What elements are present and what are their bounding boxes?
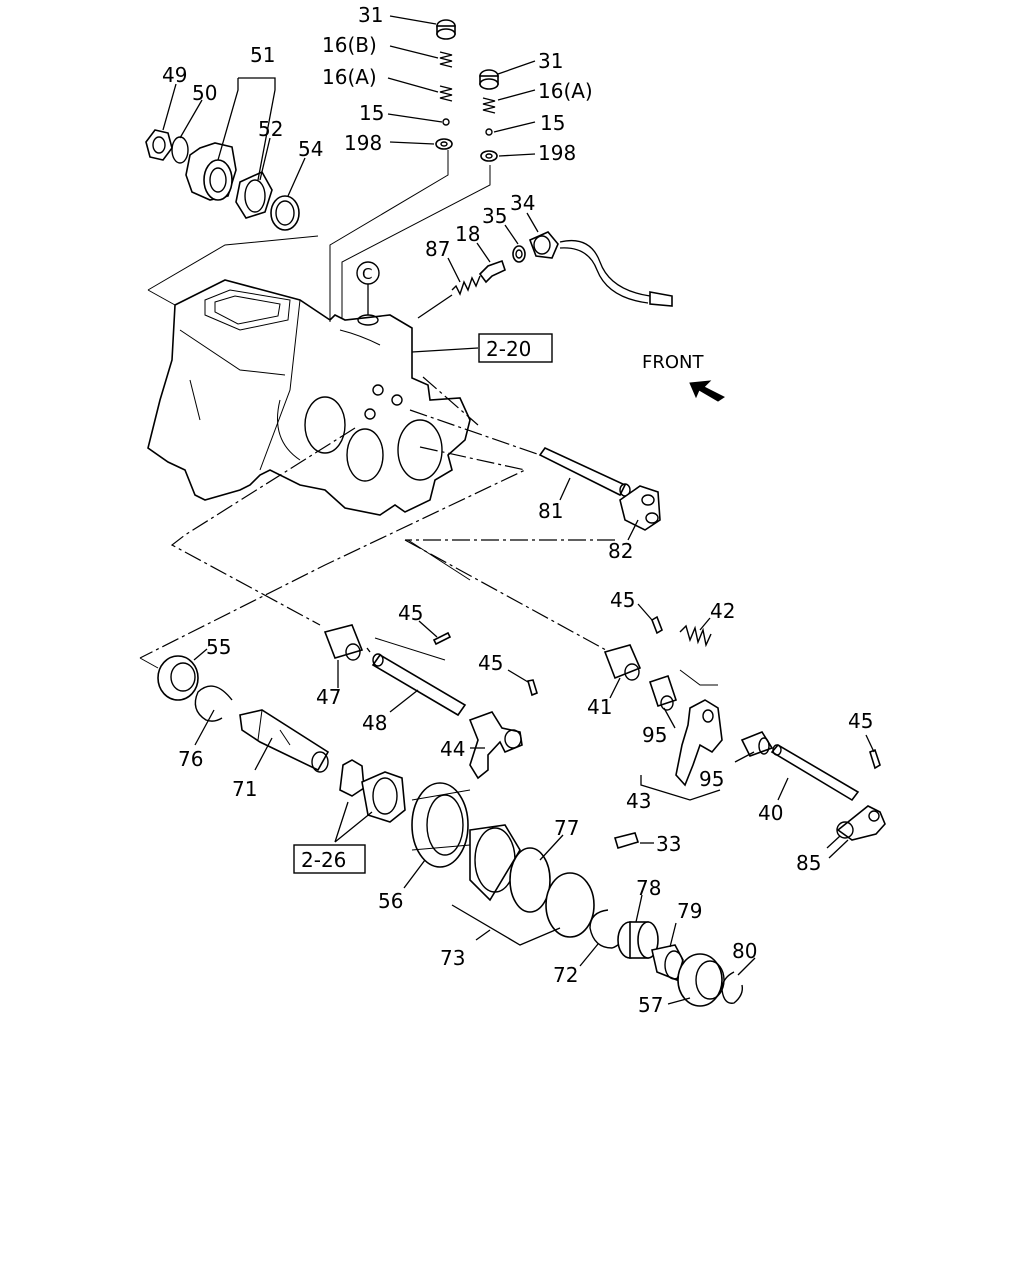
- shift-fork-43: [675, 699, 723, 787]
- shift-block-47: [323, 624, 371, 661]
- part-label-43: 43: [626, 789, 651, 813]
- part-label-49: 49: [162, 63, 187, 87]
- bushing-95-a: [648, 674, 678, 711]
- pin-45-a: [432, 631, 452, 646]
- gear-sleeve: [339, 759, 406, 823]
- bushing-95-b: [740, 731, 774, 757]
- part-label-77: 77: [554, 816, 579, 840]
- part-label-47: 47: [316, 685, 341, 709]
- part-label-44: 44: [440, 737, 465, 761]
- part-label-198: 198: [538, 141, 576, 165]
- bearing-57: [677, 953, 725, 1007]
- part-label-85: 85: [796, 851, 821, 875]
- part-label-40: 40: [758, 801, 783, 825]
- part-label-18: 18: [455, 222, 480, 246]
- part-label-16a: 16(A): [322, 65, 377, 89]
- part-label-82: 82: [608, 539, 633, 563]
- part-label-73: 73: [440, 946, 465, 970]
- shift-block-41: [603, 644, 642, 681]
- front-arrow-icon: [689, 380, 725, 402]
- part-label-87: 87: [425, 237, 450, 261]
- pin-45-b: [526, 679, 538, 697]
- part-label-31: 31: [538, 49, 563, 73]
- part-label-52: 52: [258, 117, 283, 141]
- bearing-55: [157, 655, 199, 701]
- part-label-41: 41: [587, 695, 612, 719]
- part-label-31: 31: [358, 3, 383, 27]
- front-label: FRONT: [642, 352, 704, 373]
- part-labels: 31 16(B) 16(A) 15 198 31 16(A) 15 198 49…: [162, 3, 873, 1017]
- output-flange-assembly: [145, 129, 319, 306]
- part-label-51: 51: [250, 43, 275, 67]
- part-label-72: 72: [553, 963, 578, 987]
- part-label-15: 15: [540, 111, 565, 135]
- part-label-95: 95: [699, 767, 724, 791]
- detent-plug-stack-right: [479, 69, 499, 162]
- part-label-56: 56: [378, 889, 403, 913]
- part-label-45: 45: [478, 651, 503, 675]
- snap-ring-80: [721, 971, 744, 1004]
- circle-marker-label: C: [362, 265, 372, 283]
- part-label-48: 48: [362, 711, 387, 735]
- part-label-57: 57: [638, 993, 663, 1017]
- part-label-16a: 16(A): [538, 79, 593, 103]
- part-label-34: 34: [510, 191, 535, 215]
- part-label-33: 33: [656, 832, 681, 856]
- part-label-45: 45: [610, 588, 635, 612]
- pin-45-c: [651, 615, 663, 635]
- part-label-79: 79: [677, 899, 702, 923]
- part-label-55: 55: [206, 635, 231, 659]
- ref-box-2-26[interactable]: 2-26: [293, 844, 366, 874]
- ref-box-2-26-label: 2-26: [301, 848, 346, 872]
- ref-box-2-20[interactable]: 2-20: [478, 333, 553, 363]
- washer-77: [509, 847, 551, 913]
- shift-rod-48: [371, 653, 467, 717]
- part-label-54: 54: [298, 137, 323, 161]
- gear-56: [411, 782, 471, 868]
- part-label-16b: 16(B): [322, 33, 377, 57]
- part-label-95: 95: [642, 723, 667, 747]
- leader-lines: [162, 15, 875, 1005]
- part-label-42: 42: [710, 599, 735, 623]
- front-indicator: FRONT: [642, 352, 725, 402]
- ref-box-2-20-label: 2-20: [486, 337, 531, 361]
- part-label-50: 50: [192, 81, 217, 105]
- shift-fork-44: [468, 711, 523, 780]
- shift-rod-40: [770, 743, 860, 802]
- part-label-198: 198: [344, 131, 382, 155]
- part-label-78: 78: [636, 876, 661, 900]
- part-label-71: 71: [232, 777, 257, 801]
- part-label-45: 45: [848, 709, 873, 733]
- part-label-80: 80: [732, 939, 757, 963]
- assembly-lines: [139, 376, 718, 686]
- transmission-case: C: [147, 150, 491, 516]
- shift-rod-81: [409, 409, 661, 531]
- switch-assembly: [417, 231, 673, 319]
- washer-73b: [545, 872, 595, 938]
- bolt-33: [613, 832, 640, 849]
- spring-42: [679, 624, 712, 648]
- part-label-35: 35: [482, 204, 507, 228]
- part-label-76: 76: [178, 747, 203, 771]
- lever-85: [836, 805, 886, 841]
- part-label-45: 45: [398, 601, 423, 625]
- detent-plug-stack-left: [435, 19, 456, 150]
- part-label-15: 15: [359, 101, 384, 125]
- snap-ring-76: [194, 685, 233, 722]
- part-label-81: 81: [538, 499, 563, 523]
- pin-45-d: [869, 748, 881, 770]
- needle-bearing-78: [617, 921, 659, 959]
- shaft-71: [239, 709, 330, 773]
